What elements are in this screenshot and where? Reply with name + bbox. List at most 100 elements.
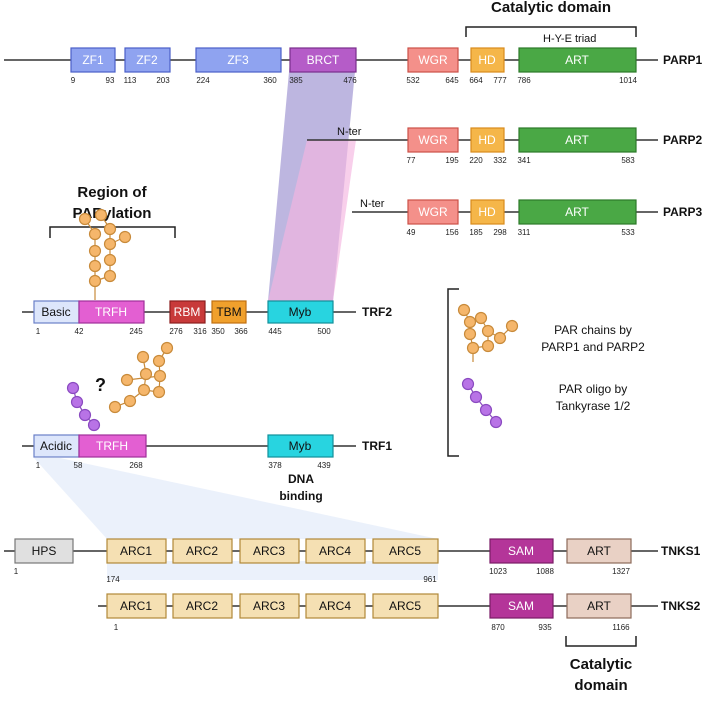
parp1-hd-domain: HD [470,47,505,73]
parp1-num-777: 777 [493,76,507,85]
parp3-hd-label: HD [478,205,496,219]
tnks2-arc5-box [372,593,439,619]
parp2-wgr-domain: WGR [407,127,459,153]
parp1-num-532: 532 [406,76,420,85]
trf2-num-42: 42 [75,327,84,336]
hye-triad-label: H-Y-E triad [543,33,596,45]
trf1-myb-box [267,434,334,458]
par-unit [103,269,117,283]
catalytic-domain-heading: Catalytic domain [491,0,611,16]
parp1-num-786: 786 [517,76,531,85]
par-unit [123,394,137,408]
acidic-arc-connector [34,458,438,539]
tnks1-num-1088: 1088 [536,567,554,576]
tnks1-art-label: ART [587,544,611,558]
tnks1-num-961: 961 [423,575,437,584]
parp3-num-533: 533 [621,228,635,237]
trf1-trfh-label: TRFH [96,439,128,453]
tnks2-arc5-label: ARC5 [389,599,421,613]
tnks1-num-1: 1 [14,567,19,576]
tnks1-arc1-label: ARC1 [120,544,152,558]
tnks1-arc5-label: ARC5 [389,544,421,558]
parp1-art-domain: ART [518,47,637,73]
par-unit [108,400,122,414]
trf1-myb-domain: Myb [267,434,334,458]
par-unit [463,327,477,341]
tnks2-arc1-domain: ARC1 [106,593,167,619]
zf1-box [70,47,116,73]
trf2-rbm-label: RBM [174,305,201,319]
parp2-wgr-label: WGR [418,133,448,147]
parp1-wgr-label: WGR [418,53,448,67]
par-unit [481,339,495,353]
tnks1-num-174: 174 [106,575,120,584]
trf1-num-1: 1 [36,461,41,470]
parp2-nter-label: N-ter [337,126,362,138]
par-unit [78,212,92,226]
tnks1-name: TNKS1 [661,544,701,558]
tnks2-num-935: 935 [538,623,552,632]
parp2-num-332: 332 [493,156,507,165]
par-oligo-unit [479,403,493,417]
tnks1-arc2-label: ARC2 [186,544,218,558]
brct-domain: BRCT [289,47,357,73]
tnks1-hps-domain: HPS [14,538,74,564]
tnks1-art-box [566,538,632,564]
parp2-hd-box [470,127,505,153]
trf2-myb-domain: Myb [267,300,334,324]
parp1-num-9: 9 [71,76,76,85]
trf2-basic-domain: Basic [33,300,80,324]
zf1-label: ZF1 [82,53,104,67]
parp1-num-476: 476 [343,76,357,85]
legend-bracket [447,288,459,457]
tnks1-arc3-label: ARC3 [253,544,285,558]
parp3-num-156: 156 [445,228,459,237]
tnks1-arc2-box [172,538,233,564]
legend-par-chains-line2: PARP1 and PARP2 [541,340,645,354]
tnks1-art-domain: ART [566,538,632,564]
tnks1-arc1-box [106,538,167,564]
legend-par-chains-line1: PAR chains by [554,323,632,337]
parp1-row: ZF1 ZF2 ZF3 BRCT WGR HD ART 9 93 113 203 [4,47,702,85]
legend-par-oligo-icon [461,377,503,429]
par-unit [505,319,519,333]
parp1-art-box [518,47,637,73]
question-mark: ? [95,375,106,395]
region-heading-line1: Region of [77,184,147,201]
tnks2-sam-domain: SAM [489,593,554,619]
parp2-art-box [518,127,637,153]
par-unit [474,311,488,325]
par-unit [88,227,102,241]
parp3-row: N-ter WGR HD ART 49 156 185 298 311 533 … [352,198,702,237]
parp1-num-645: 645 [445,76,459,85]
tnks2-num-1: 1 [114,623,119,632]
trf2-num-316: 316 [193,327,207,336]
parp3-num-298: 298 [493,228,507,237]
legend-par-chain-icon [457,303,519,362]
par-unit [136,350,150,364]
trf2-row: Basic TRFH RBM TBM Myb 1 42 245 276 316 … [22,300,392,336]
parp1-hd-box [470,47,505,73]
par-unit [153,369,167,383]
trf2-basic-label: Basic [41,305,70,319]
trf2-name: TRF2 [362,305,392,319]
parp1-wgr-box [407,47,459,73]
tnks1-hps-label: HPS [32,544,57,558]
tnks1-arc5-box [372,538,439,564]
tnks2-arc2-box [172,593,233,619]
catalytic-bracket-bottom [565,636,637,647]
legend-par-oligo-line1: PAR oligo by [559,382,627,396]
par-unit [94,208,108,222]
trf2-tbm-label: TBM [216,305,241,319]
par-oligo-unit [70,395,84,409]
trf2-trfh-domain: TRFH [78,300,145,324]
trf1-acidic-domain: Acidic [33,434,80,458]
parp1-art-label: ART [565,53,589,67]
par-unit [88,244,102,258]
brct-box [289,47,357,73]
trf1-acidic-label: Acidic [40,439,72,453]
tnks1-sam-label: SAM [508,544,534,558]
parp3-hd-box [470,199,505,225]
tnks2-arc1-label: ARC1 [120,599,152,613]
tnks1-arc4-label: ARC4 [319,544,351,558]
